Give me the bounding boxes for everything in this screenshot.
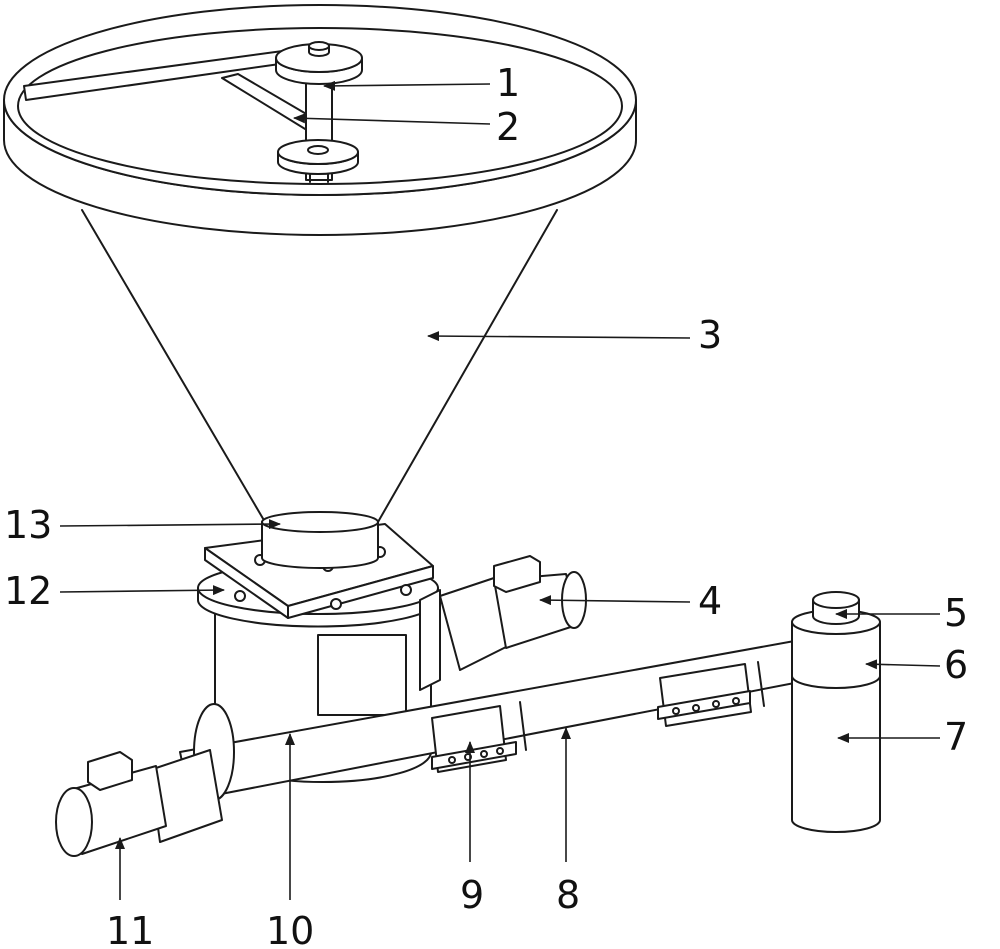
label-11: 11	[106, 909, 154, 949]
label-13: 13	[4, 503, 52, 547]
label-6: 6	[944, 643, 968, 687]
leader-lines	[59, 80, 941, 900]
label-3: 3	[698, 313, 722, 357]
outlet-valve	[791, 591, 881, 833]
hopper-neck	[261, 511, 379, 569]
label-12: 12	[4, 569, 52, 613]
label-9: 9	[460, 873, 484, 917]
label-2: 2	[496, 105, 520, 149]
label-4: 4	[698, 579, 722, 623]
part-labels: 1 2 3 4 5 6 7 8 9 10 11 12 13	[4, 61, 968, 949]
label-1: 1	[496, 61, 520, 105]
label-5: 5	[944, 591, 968, 635]
agitator-assembly	[23, 41, 363, 183]
label-10: 10	[266, 909, 314, 949]
label-7: 7	[944, 715, 968, 759]
right-motor	[419, 555, 587, 691]
label-8: 8	[556, 873, 580, 917]
left-motor	[55, 703, 235, 857]
